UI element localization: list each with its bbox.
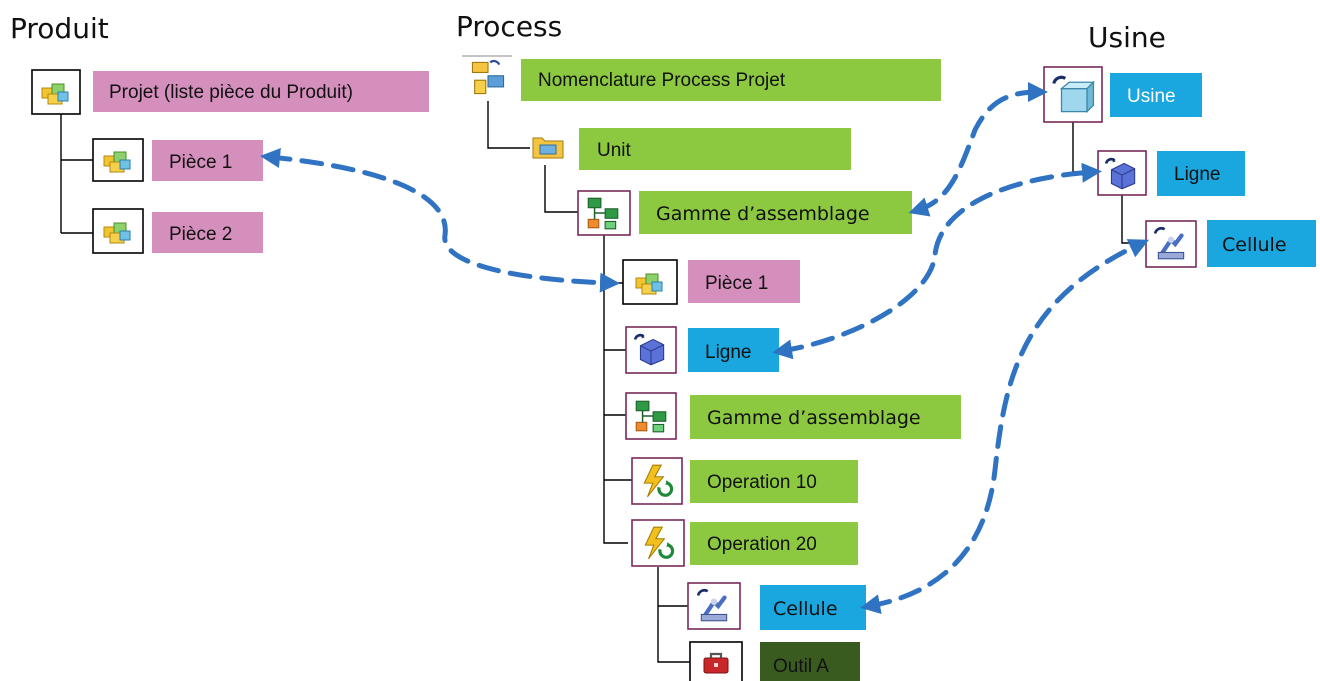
process-nomenclature-label: Nomenclature Process Projet bbox=[538, 70, 786, 91]
process-node-gamme-2[interactable]: Gamme d’assemblage bbox=[625, 392, 961, 440]
process-piece1-label: Pièce 1 bbox=[705, 273, 768, 294]
process-unit-label: Unit bbox=[597, 140, 632, 161]
usine-node-usine[interactable]: Usine bbox=[1043, 66, 1202, 123]
link-piece1 bbox=[260, 148, 620, 293]
usine-node-ligne[interactable]: Ligne bbox=[1097, 150, 1245, 196]
process-node-op20[interactable]: Operation 20 bbox=[631, 519, 858, 567]
usine-ligne-box bbox=[1157, 151, 1245, 196]
process-tree-line-4 bbox=[657, 567, 690, 663]
produit-piece1-box bbox=[152, 140, 263, 181]
process-op20-label: Operation 20 bbox=[707, 534, 817, 555]
produit-tree-lines bbox=[60, 113, 93, 234]
usine-node-cellule[interactable]: Cellule bbox=[1145, 220, 1316, 268]
heading-produit: Produit bbox=[10, 12, 109, 45]
produit-projet-box bbox=[93, 71, 429, 112]
usine-ligne-label: Ligne bbox=[1174, 164, 1221, 185]
process-op20-box bbox=[690, 522, 858, 565]
process-op10-label: Operation 10 bbox=[707, 472, 817, 493]
process-node-gamme-1[interactable]: Gamme d’assemblage bbox=[577, 190, 912, 236]
process-node-op10[interactable]: Operation 10 bbox=[631, 457, 858, 505]
produit-projet-label: Projet (liste pièce du Produit) bbox=[109, 82, 353, 103]
process-node-ligne[interactable]: Ligne bbox=[625, 326, 779, 374]
produit-node-piece1[interactable]: Pièce 1 bbox=[92, 138, 263, 182]
produit-piece1-icon-frame bbox=[92, 138, 144, 182]
process-node-nomenclature[interactable]: Nomenclature Process Projet bbox=[462, 55, 941, 101]
process-node-piece1[interactable]: Pièce 1 bbox=[622, 259, 800, 305]
process-nomenclature-box bbox=[521, 59, 941, 101]
process-tree-line-2 bbox=[544, 165, 578, 213]
usine-usine-label: Usine bbox=[1127, 86, 1176, 107]
produit-piece2-box bbox=[152, 212, 263, 253]
process-cellule-icon-frame bbox=[687, 582, 741, 630]
link-gamme-usine bbox=[908, 82, 1048, 217]
process-op10-box bbox=[690, 460, 858, 503]
process-tree-line-1 bbox=[487, 101, 530, 149]
produit-node-piece2[interactable]: Pièce 2 bbox=[92, 208, 263, 254]
usine-tree-line-2 bbox=[1121, 194, 1146, 244]
produit-node-projet[interactable]: Projet (liste pièce du Produit) bbox=[31, 69, 429, 115]
heading-process: Process bbox=[456, 10, 562, 43]
process-node-unit[interactable]: Unit bbox=[532, 128, 851, 170]
process-gamme2-label: Gamme d’assemblage bbox=[707, 407, 921, 429]
link-cellule bbox=[860, 239, 1150, 615]
process-outil-box bbox=[760, 642, 860, 681]
process-ligne-box bbox=[688, 328, 779, 372]
process-cellule-box bbox=[760, 585, 866, 630]
process-node-outil[interactable]: Outil A bbox=[689, 641, 860, 681]
usine-cellule-label: Cellule bbox=[1222, 234, 1287, 256]
process-tree-icon bbox=[471, 59, 505, 95]
usine-cellule-box bbox=[1207, 220, 1316, 267]
produit-piece1-label: Pièce 1 bbox=[169, 152, 232, 173]
usine-cellule-icon-frame bbox=[1145, 220, 1197, 268]
process-node-cellule[interactable]: Cellule bbox=[687, 582, 866, 630]
usine-tree-line-1 bbox=[1072, 122, 1098, 173]
process-ligne-label: Ligne bbox=[705, 342, 752, 363]
produit-piece2-label: Pièce 2 bbox=[169, 224, 232, 245]
heading-usine: Usine bbox=[1088, 21, 1166, 54]
folder-icon bbox=[532, 137, 564, 159]
process-outil-label: Outil A bbox=[773, 656, 829, 677]
process-cellule-label: Cellule bbox=[773, 598, 838, 620]
process-gamme1-label: Gamme d’assemblage bbox=[656, 203, 870, 225]
usine-usine-box bbox=[1110, 73, 1202, 117]
